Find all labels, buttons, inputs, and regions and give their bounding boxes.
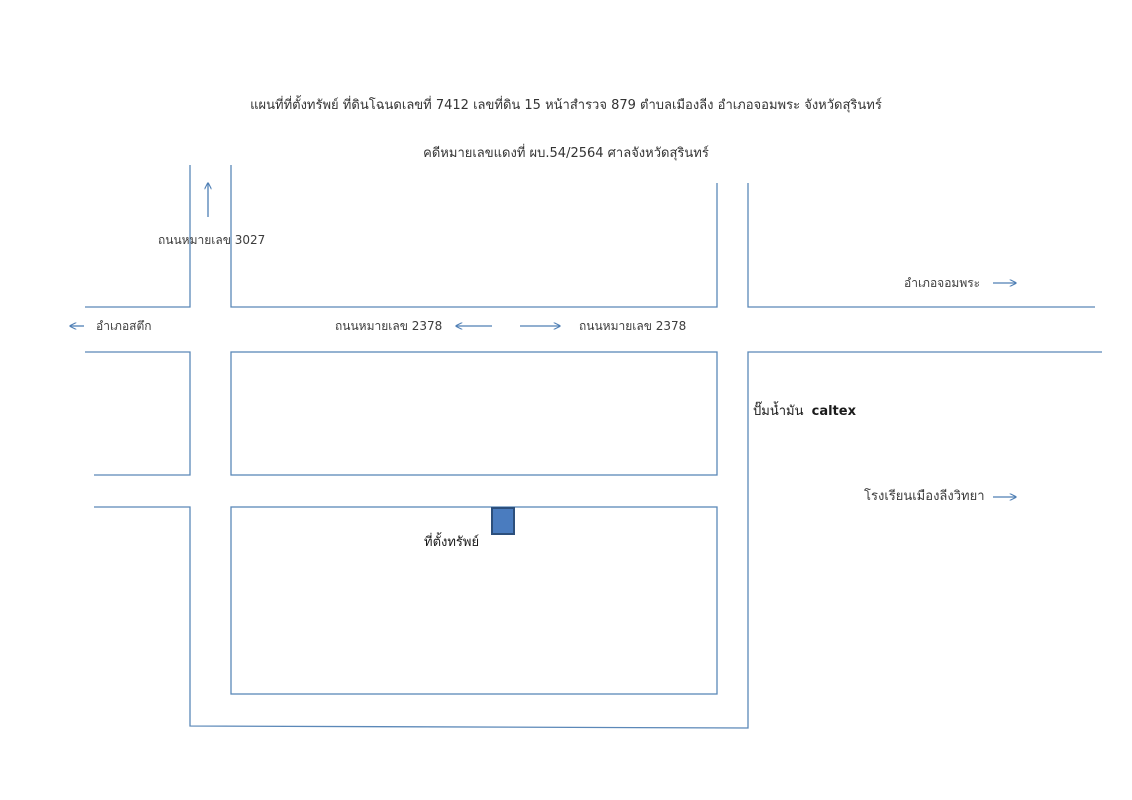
road-3027-left-edge-north — [85, 165, 191, 308]
label-school: โรงเรียนเมืองลีงวิทยา — [864, 489, 985, 504]
map-title: แผนที่ที่ตั้งทรัพย์ ที่ดินโฉนดเลขที่ 741… — [250, 98, 882, 113]
label-road-3027: ถนนหมายเลข 3027 — [158, 233, 266, 247]
label-gas-station: ปั๊มน้ำมัน caltex — [753, 404, 856, 420]
north-block-outline — [230, 165, 718, 308]
label-district-satuek: อำเภอสตึก — [96, 319, 152, 333]
square-marker-icon — [491, 507, 515, 535]
label-road-2378-west: ถนนหมายเลข 2378 — [335, 319, 443, 333]
road-lines — [85, 165, 1102, 729]
label-district-chom-phra: อำเภอจอมพระ — [904, 276, 981, 290]
road-3027-left-edge-south — [94, 351, 1102, 729]
case-number: คดีหมายเลขแดงที่ ผบ.54/2564 ศาลจังหวัดสุ… — [423, 146, 709, 161]
gas-station-text: ปั๊มน้ำมัน — [753, 404, 804, 419]
label-property-location: ที่ตั้งทรัพย์ — [424, 535, 480, 550]
gas-brand-text: caltex — [811, 404, 856, 419]
south-block-outline — [230, 506, 718, 695]
direction-arrows — [70, 183, 1016, 497]
west-block-outline — [85, 351, 191, 476]
road-2378-east-top-edge — [747, 183, 1095, 308]
label-road-2378-east: ถนนหมายเลข 2378 — [579, 319, 687, 333]
middle-block-outline — [230, 351, 718, 476]
